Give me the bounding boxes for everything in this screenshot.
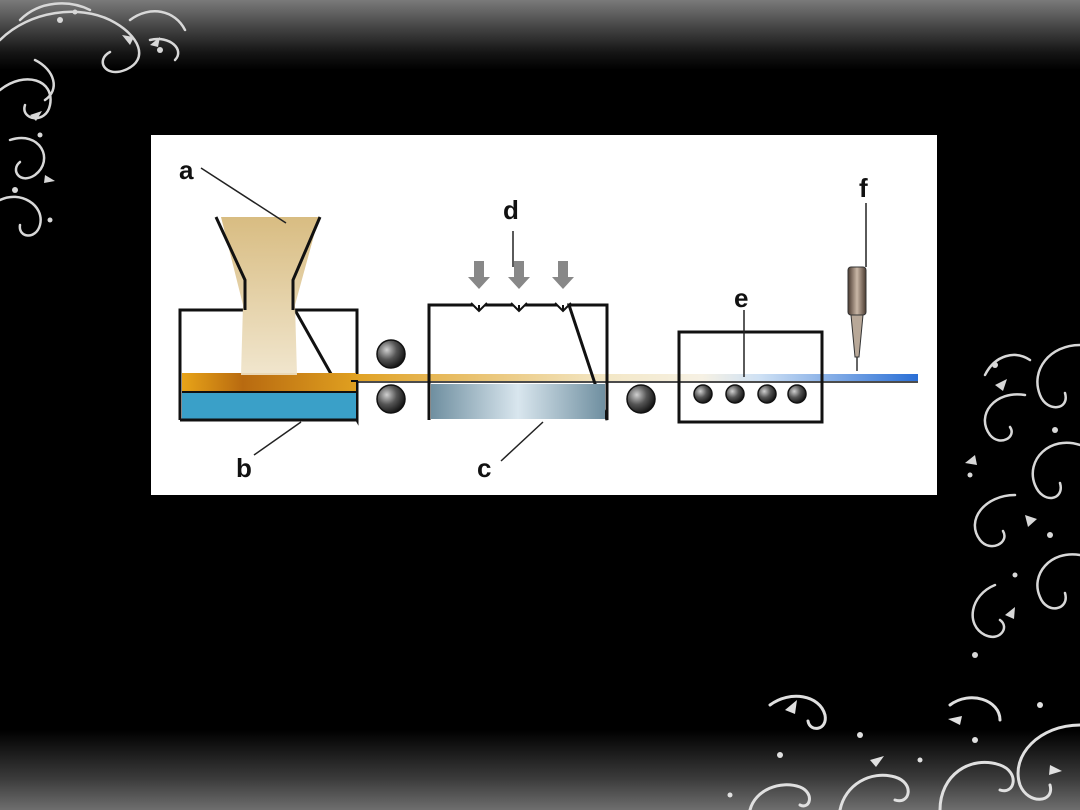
top-gradient-band — [0, 0, 1080, 70]
raw-material-hopper — [214, 216, 322, 375]
gas-inlet-arrows — [468, 261, 574, 289]
ornament-bottom-right — [727, 694, 1080, 810]
label-a: a — [179, 155, 194, 185]
cutter — [847, 266, 867, 371]
label-e: e — [734, 283, 749, 313]
leader-lines — [200, 167, 867, 462]
ornament-top-left — [0, 2, 187, 237]
roller-2 — [626, 384, 656, 414]
label-d: d — [503, 195, 519, 225]
annealing-lehr — [677, 330, 824, 424]
glass-ribbon — [351, 374, 918, 381]
label-b: b — [236, 453, 252, 483]
label-c: c — [477, 453, 492, 483]
tin-bath-chamber — [427, 261, 609, 421]
label-f: f — [859, 173, 868, 203]
float-process-diagram — [178, 167, 918, 462]
bottom-gradient-band — [0, 730, 1080, 810]
diagram-panel: a b c d e f — [151, 135, 937, 495]
ornament-right — [965, 343, 1080, 658]
rollers-1 — [376, 339, 406, 414]
melting-furnace — [178, 308, 359, 426]
